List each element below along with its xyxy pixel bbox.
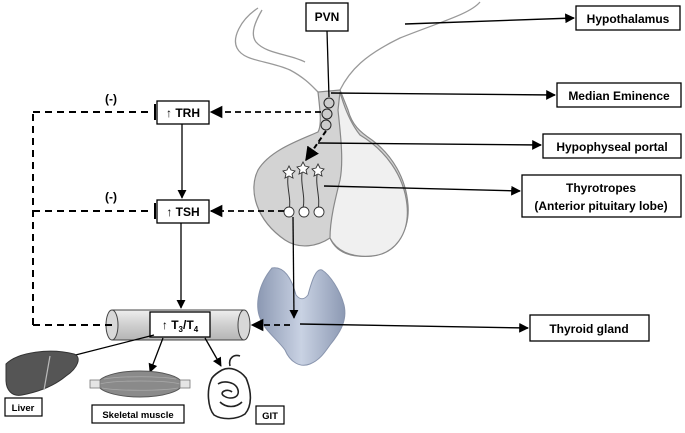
tsh-text: TSH	[176, 205, 200, 219]
t-slash: /	[183, 318, 187, 332]
hypothalamus-box	[575, 5, 681, 31]
thyroid-gland-shape	[257, 267, 346, 366]
skeletal-muscle-label: Skeletal muscle	[102, 410, 173, 421]
pvn-line	[326, 30, 330, 98]
negative-feedback-loop	[32, 111, 153, 326]
thyrotrope-cells	[282, 160, 325, 218]
thyrotropes-box	[521, 174, 682, 218]
skeletal-muscle-icon	[89, 370, 191, 398]
pvn-box	[305, 2, 349, 32]
tsh-label: ↑ TSH	[166, 205, 199, 219]
t3t4-to-muscle-arrow	[148, 337, 164, 373]
hypothalamus-label: Hypothalamus	[587, 12, 670, 26]
cell-star	[296, 160, 310, 175]
median-eminence-box	[556, 82, 682, 108]
hypothalamus-arrow	[404, 13, 575, 25]
git-label: GIT	[262, 411, 278, 422]
t3-subscript: 3	[179, 325, 184, 334]
liver-box	[4, 397, 43, 417]
trh-text: TRH	[175, 106, 200, 120]
trh-label: ↑ TRH	[166, 106, 200, 120]
thyroid-gland-box	[529, 314, 650, 342]
portal-transport-arrow	[305, 130, 327, 162]
median-eminence-label: Median Eminence	[568, 89, 670, 103]
intestine-icon	[207, 354, 252, 420]
vesicle	[321, 108, 333, 120]
t4-letter: T	[186, 318, 194, 332]
cell-body	[313, 206, 325, 218]
liver-label: Liver	[12, 403, 35, 414]
tsh-to-thyroid-arrow	[289, 216, 299, 319]
thyroid-gland-arrow	[299, 322, 529, 333]
git-box	[255, 405, 285, 425]
median-eminence-arrow	[330, 90, 556, 100]
posterior-lobe	[329, 91, 408, 257]
tsh-box	[156, 199, 210, 224]
thyrotropes-label: Thyrotropes	[566, 181, 636, 195]
pvn-label: PVN	[315, 10, 340, 24]
cell-body	[298, 206, 310, 218]
thyroid-gland-label: Thyroid gland	[549, 322, 628, 336]
skeletal-muscle-box	[91, 404, 185, 424]
t3-letter: T	[171, 318, 179, 332]
liver-lobe-line	[43, 355, 51, 391]
tsh-up-arrow: ↑	[166, 205, 172, 219]
thyrotropes-sublabel: (Anterior pituitary lobe)	[534, 199, 667, 213]
trh-box	[156, 100, 210, 125]
hypophyseal-portal-arrow	[317, 140, 542, 150]
tsh-feedback-sign: (-)	[105, 190, 117, 204]
vesicle	[323, 97, 335, 109]
cell-star	[311, 162, 325, 177]
trh-feedback-sign: (-)	[105, 92, 117, 106]
t3t4-box	[149, 311, 211, 338]
cell-body	[283, 206, 295, 218]
t3t4-up-arrow: ↑	[162, 318, 168, 332]
hypothalamus-outline	[234, 1, 481, 93]
thyrotropes-arrow	[323, 185, 521, 196]
vesicle	[320, 119, 332, 131]
hypophyseal-portal-box	[542, 133, 682, 159]
cell-star	[282, 164, 296, 179]
t3t4-label: ↑ T3/T4	[162, 318, 199, 334]
t3t4-to-git-arrow	[204, 337, 222, 367]
t4-subscript: 4	[194, 325, 199, 334]
median-eminence-vesicles	[320, 97, 335, 131]
hypophyseal-portal-label: Hypophyseal portal	[556, 140, 667, 154]
trh-up-arrow: ↑	[166, 106, 172, 120]
liver-icon	[5, 350, 79, 396]
